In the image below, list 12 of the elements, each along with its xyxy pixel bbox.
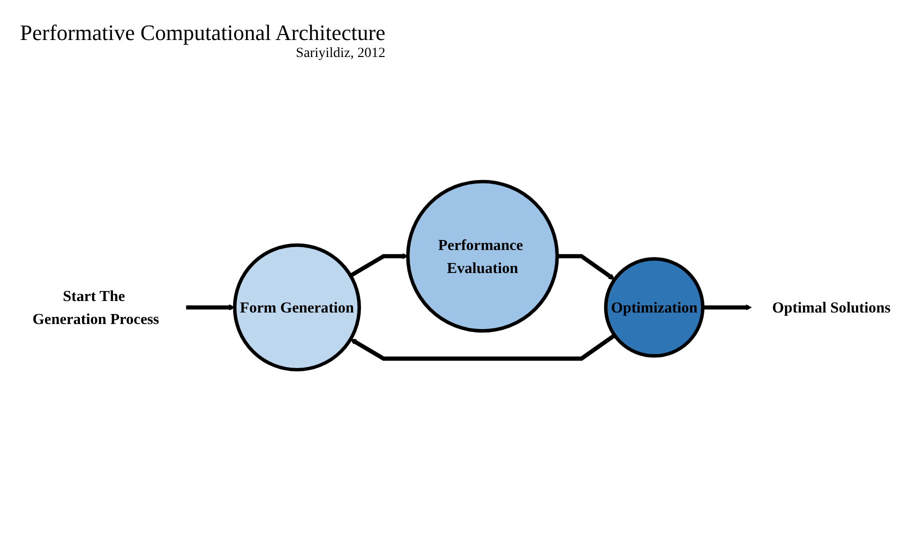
node-circle: Form Generation — [232, 244, 361, 372]
arrow — [557, 254, 615, 280]
arrow — [702, 304, 752, 311]
arrow — [186, 304, 235, 311]
citation-text: Sariyildiz, 2012 — [294, 46, 386, 62]
caption-text: Performative Computational Architecture — [20, 20, 386, 46]
node-circle: Optimization — [604, 258, 704, 358]
node-circle: Performance Evaluation — [406, 180, 559, 333]
arrow — [350, 334, 616, 362]
node-text: Optimal Solutions — [772, 299, 891, 316]
node-text: Start The Generation Process — [32, 288, 160, 328]
arrow — [350, 254, 408, 278]
